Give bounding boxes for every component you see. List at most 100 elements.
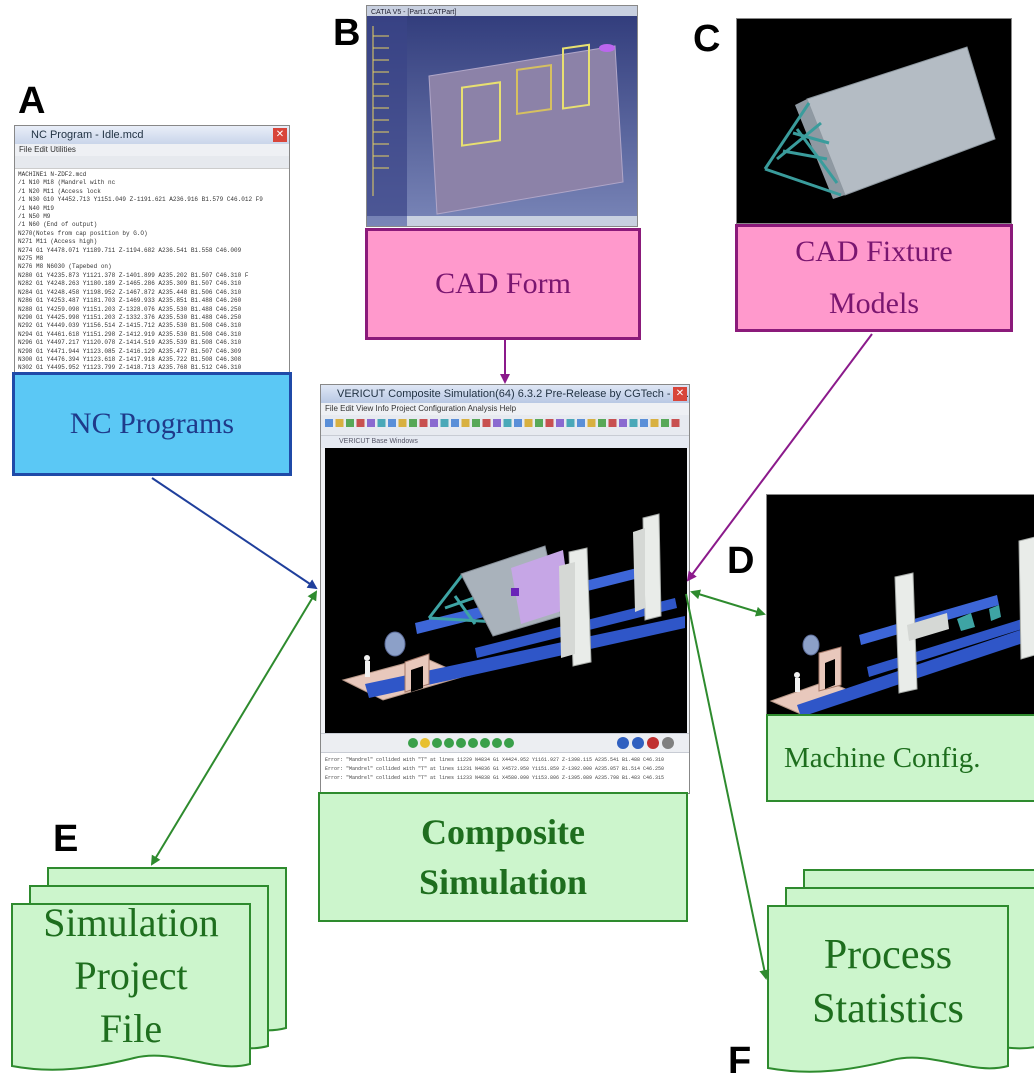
toolbar-button-icon[interactable]	[440, 419, 449, 427]
toolbar-button-icon[interactable]	[346, 419, 354, 427]
toolbar-button-icon[interactable]	[398, 419, 407, 427]
nc-code-line: /1 N20 M11 (Access lock	[18, 187, 101, 195]
status-light-icon[interactable]	[647, 737, 659, 749]
toolbar-button-icon[interactable]	[545, 419, 554, 427]
sim-project-line2: Project	[74, 953, 188, 998]
arrow-nc-to-sim	[151, 477, 318, 590]
vericut-titlebar: VERICUT Composite Simulation(64) 6.3.2 P…	[321, 385, 689, 403]
toolbar-button-icon[interactable]	[598, 419, 606, 427]
process-line1: Process	[823, 932, 953, 978]
toolbar-button-icon[interactable]	[461, 419, 470, 427]
nc-code-line: /1 N50 M9	[18, 213, 51, 221]
toolbar-button-icon[interactable]	[566, 419, 575, 427]
toolbar-button-icon[interactable]	[608, 419, 617, 427]
toolbar-button-icon[interactable]	[325, 419, 333, 427]
view-control-icon[interactable]	[480, 738, 490, 748]
label-b: B	[333, 12, 361, 54]
toolbar-button-icon[interactable]	[503, 419, 512, 427]
view-control-icon[interactable]	[504, 738, 514, 748]
toolbar-button-icon[interactable]	[671, 419, 680, 427]
view-control-icon[interactable]	[492, 738, 502, 748]
toolbar-button-icon[interactable]	[367, 419, 375, 427]
toolbar-button-icon[interactable]	[629, 419, 638, 427]
cad-fixture-label-line1: CAD Fixture	[795, 235, 953, 268]
nc-code-line: N288 G1 Y4259.098 Y1151.203 Z-1328.076 A…	[18, 305, 242, 313]
arrow-sim-project	[150, 590, 318, 866]
status-light-icon[interactable]	[617, 737, 629, 749]
toolbar-button-icon[interactable]	[640, 419, 648, 427]
label-e: E	[53, 818, 79, 860]
toolbar-button-icon[interactable]	[524, 419, 533, 427]
nc-window-titlebar: NC Program - Idle.mcd ✕	[15, 126, 289, 144]
view-control-icon[interactable]	[420, 738, 430, 748]
view-control-icon[interactable]	[408, 738, 418, 748]
vericut-menu: File Edit View Info Project Configuratio…	[321, 403, 689, 415]
label-d: D	[727, 540, 755, 582]
toolbar-button-icon[interactable]	[650, 419, 659, 427]
toolbar-button-icon[interactable]	[451, 419, 459, 427]
nc-code-line: N276 M8 N6030 (Tapebed on)	[18, 263, 112, 271]
close-icon[interactable]: ✕	[273, 128, 287, 142]
vericut-window-screenshot: VERICUT Composite Simulation(64) 6.3.2 P…	[320, 384, 690, 794]
nc-code-line: N275 M8	[18, 255, 44, 263]
composite-label-line1: Composite	[421, 812, 585, 852]
nc-program-screenshot: NC Program - Idle.mcd ✕ File Edit Utilit…	[14, 125, 290, 375]
nc-window-title: NC Program - Idle.mcd	[31, 129, 144, 141]
toolbar-button-icon[interactable]	[377, 419, 386, 427]
nc-code-line: N290 G1 Y4425.998 Y1151.203 Z-1332.376 A…	[18, 313, 242, 321]
toolbar-button-icon[interactable]	[388, 419, 396, 427]
view-control-icon[interactable]	[432, 738, 442, 748]
nc-code-line: MACHINE1 N-ZDF2.mcd	[18, 171, 87, 178]
nc-code-line: N282 G1 Y4248.263 Y1180.189 Z-1465.286 A…	[18, 280, 242, 288]
nc-code-line: /1 N30 G10 Y4452.713 Y1151.049 Z-1191.62…	[18, 196, 263, 204]
nc-code-line: N294 G1 Y4461.618 Y1151.298 Z-1412.919 A…	[18, 330, 242, 338]
toolbar-button-icon[interactable]	[661, 419, 669, 427]
machine-config-screenshot	[766, 494, 1034, 716]
nc-window-menu: File Edit Utilities	[15, 144, 289, 156]
nc-code-line: N302 G1 Y4495.952 Y1123.799 Z-1418.713 A…	[18, 364, 242, 372]
status-light-icon[interactable]	[662, 737, 674, 749]
nc-code-line: N292 G1 Y4449.039 Y1156.514 Z-1415.712 A…	[18, 322, 242, 330]
nc-programs-label: NC Programs	[69, 407, 235, 440]
cad-fixture-label-line2: Models	[829, 287, 919, 320]
vericut-viewport-toolbar	[321, 733, 689, 752]
toolbar-button-icon[interactable]	[409, 419, 417, 427]
toolbar-button-icon[interactable]	[472, 419, 480, 427]
arrow-fixture-to-sim	[686, 333, 873, 582]
status-light-icon[interactable]	[632, 737, 644, 749]
cad-form-render: CATIA V5 - [Part1.CATPart]	[367, 6, 637, 226]
nc-code-line: N300 G1 Y4476.394 Y1123.618 Z-1417.918 A…	[18, 355, 242, 363]
cad-form-box: CAD Form	[365, 228, 641, 340]
toolbar-button-icon[interactable]	[482, 419, 491, 427]
toolbar-button-icon[interactable]	[535, 419, 543, 427]
toolbar-button-icon[interactable]	[356, 419, 365, 427]
toolbar-button-icon[interactable]	[419, 419, 428, 427]
simulation-project-file-stack	[11, 867, 287, 1071]
composite-label-line2: Simulation	[418, 862, 588, 902]
toolbar-button-icon[interactable]	[619, 419, 627, 427]
close-icon[interactable]: ✕	[673, 387, 687, 401]
nc-code-line: N296 G1 Y4497.217 Y1120.078 Z-1414.519 A…	[18, 339, 242, 347]
view-control-icon[interactable]	[456, 738, 466, 748]
nc-code-line: N270(Notes from cap position by G.O)	[18, 229, 148, 237]
sim-project-line3: File	[99, 1006, 163, 1051]
toolbar-button-icon[interactable]	[556, 419, 564, 427]
nc-code-line: /1 N40 M19	[18, 204, 55, 212]
cad-form-window-title: CATIA V5 - [Part1.CATPart]	[371, 9, 456, 16]
toolbar-button-icon[interactable]	[335, 419, 344, 427]
view-control-icon[interactable]	[468, 738, 478, 748]
toolbar-button-icon[interactable]	[493, 419, 501, 427]
process-statistics-stack	[767, 869, 1034, 1073]
toolbar-button-icon[interactable]	[577, 419, 585, 427]
toolbar-button-icon[interactable]	[514, 419, 522, 427]
simulation-project-file-label: Simulation Project File	[12, 896, 250, 1055]
label-a: A	[18, 80, 46, 122]
vericut-3d-view	[325, 448, 687, 733]
nc-code-listing: MACHINE1 N-ZDF2.mcd/1 N10 M18 (Mandrel w…	[15, 169, 289, 374]
label-f: F	[728, 1040, 752, 1082]
view-control-icon[interactable]	[444, 738, 454, 748]
process-line2: Statistics	[812, 986, 964, 1032]
toolbar-button-icon[interactable]	[430, 419, 438, 427]
vericut-window-title: VERICUT Composite Simulation(64) 6.3.2 P…	[337, 388, 689, 400]
toolbar-button-icon[interactable]	[587, 419, 596, 427]
